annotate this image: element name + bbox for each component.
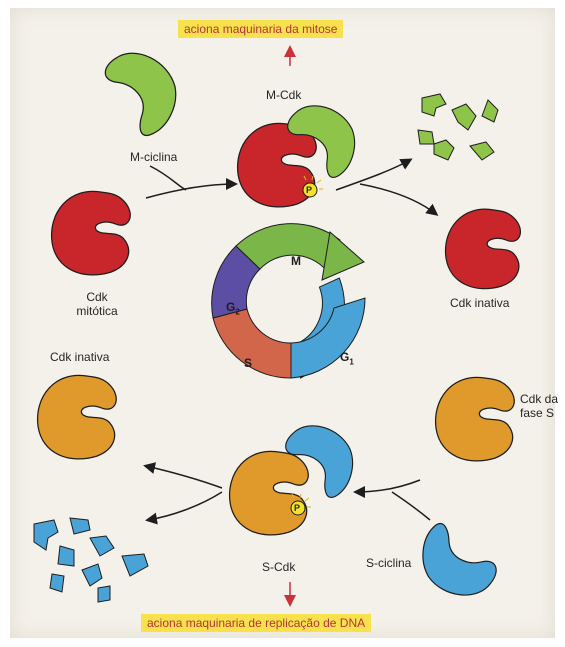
inactive-cdk-orange (38, 375, 117, 459)
phase-label-g1-letter: G (340, 350, 349, 364)
arrow-cdk-to-complex (146, 184, 235, 198)
degraded-m-cyclin (418, 94, 498, 160)
phase-label-m: M (291, 254, 301, 268)
arrow-s-cyclin-degraded (148, 492, 222, 520)
label-cdk-inativa-left: Cdk inativa (50, 350, 109, 364)
label-cdk-mitotica-line1: Cdk (62, 290, 132, 304)
label-s-cdk: S-Cdk (262, 560, 295, 574)
m-cyclin-free (87, 41, 191, 142)
arrow-to-inactive-cdk-left (146, 466, 222, 488)
degraded-s-cyclin (34, 518, 148, 602)
arrow-to-inactive-cdk-right (360, 184, 436, 214)
label-cdk-mitotica: Cdk mitótica (62, 290, 132, 318)
s-cdk-kinase (230, 451, 309, 535)
phase-label-s: S (244, 356, 252, 370)
arrow-s-cyclin-in (392, 492, 430, 520)
phosphate-label-top: P (306, 183, 312, 197)
label-cdk-fase-s-line2: fase S (520, 406, 558, 420)
label-m-cdk: M-Cdk (266, 88, 301, 102)
s-cyclin-free (417, 521, 503, 600)
banner-dna-replication: aciona maquinaria de replicação de DNA (141, 614, 371, 632)
inactive-cdk-red (445, 209, 520, 289)
banner-mitosis: aciona maquinaria da mitose (178, 20, 343, 38)
mitotic-cdk (52, 191, 131, 275)
label-cdk-mitotica-line2: mitótica (62, 304, 132, 318)
phase-label-g2-sub: 2 (235, 307, 239, 316)
phase-label-g2-letter: G (226, 300, 235, 314)
phosphate-label-bottom: P (294, 501, 300, 515)
label-m-ciclina: M-ciclina (130, 150, 177, 164)
s-phase-cdk (436, 377, 515, 461)
m-arrowhead (322, 232, 364, 280)
phase-label-g1: G1 (340, 350, 354, 366)
label-cdk-fase-s: Cdk da fase S (520, 392, 558, 420)
phase-label-g2: G2 (226, 300, 240, 316)
arrow-cdk-s-to-complex (356, 480, 420, 492)
arrow-m-cyclin-in (150, 166, 186, 190)
label-cdk-inativa-right: Cdk inativa (450, 296, 509, 310)
phase-label-g1-sub: 1 (349, 357, 353, 366)
label-s-ciclina: S-ciclina (366, 556, 411, 570)
label-cdk-fase-s-line1: Cdk da (520, 392, 558, 406)
